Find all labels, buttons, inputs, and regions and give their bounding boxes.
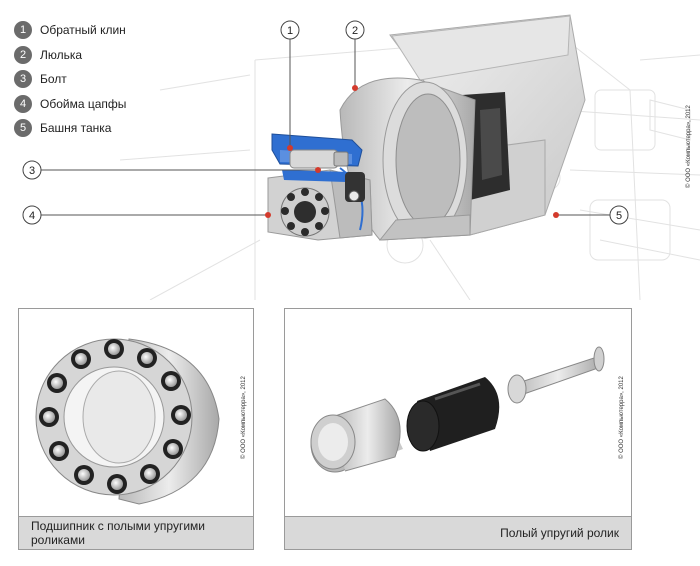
callout-number: 5 (616, 210, 622, 222)
callout-5: 5 (609, 205, 629, 225)
copyright-left-panel: © ООО «Компьютерра», 2012 (241, 376, 247, 459)
legend-label: Башня танка (40, 121, 112, 136)
callout-4: 4 (22, 205, 42, 225)
callout-3: 3 (22, 160, 42, 180)
panel-roller: © ООО «Компьютерра», 2012 Полый упругий … (284, 308, 632, 550)
cradle-ring (339, 77, 476, 241)
legend-number-badge: 5 (14, 119, 32, 138)
panel-caption-roller: Полый упругий ролик (285, 516, 631, 549)
callout-number: 4 (29, 210, 35, 222)
bearing-illustration (35, 338, 220, 505)
callout-number: 1 (287, 25, 293, 37)
legend-label: Болт (40, 72, 67, 87)
copyright-right-panel: © ООО «Компьютерра», 2012 (619, 376, 625, 459)
caption-text: Подшипник с полыми упругими роликами (31, 519, 206, 547)
legend-number-badge: 3 (14, 70, 32, 89)
hollow-rollers (39, 339, 191, 494)
callout-leaders (40, 37, 610, 216)
trunnion-bearing (280, 167, 365, 237)
copyright-main: © ООО «Компьютерра», 2012 (686, 105, 692, 188)
trunnion-assembly-illustration: 1 2 3 4 5 (22, 14, 700, 300)
callout-1: 1 (280, 20, 300, 40)
legend-label: Обратный клин (40, 23, 126, 38)
legend-item: 1 Обратный клин (14, 18, 126, 43)
roller-exploded-illustration (310, 346, 605, 473)
legend-item: 4 Обойма цапфы (14, 92, 126, 117)
legend-item: 5 Башня танка (14, 116, 126, 141)
legend-label: Обойма цапфы (40, 96, 127, 111)
callout-2: 2 (345, 20, 365, 40)
legend: 1 Обратный клин 2 Люлька 3 Болт 4 Обойма… (14, 18, 126, 141)
legend-number-badge: 1 (14, 21, 32, 40)
callout-dots (265, 85, 559, 218)
metal-sleeve (310, 398, 403, 473)
elastic-tube (406, 377, 500, 452)
bolt (289, 149, 349, 169)
legend-item: 2 Люлька (14, 43, 126, 68)
panel-caption-bearing: Подшипник с полыми упругими роликами (19, 516, 253, 549)
callout-number: 2 (352, 25, 358, 37)
callout-number: 3 (29, 165, 35, 177)
panel-bearing: © ООО «Компьютерра», 2012 Подшипник с по… (18, 308, 254, 550)
legend-number-badge: 2 (14, 45, 32, 64)
caption-text: Полый упругий ролик (500, 526, 619, 540)
legend-label: Люлька (40, 47, 83, 62)
background-wireframe (119, 34, 700, 300)
legend-number-badge: 4 (14, 94, 32, 113)
pin-bolt (507, 346, 605, 404)
legend-item: 3 Болт (14, 67, 126, 92)
